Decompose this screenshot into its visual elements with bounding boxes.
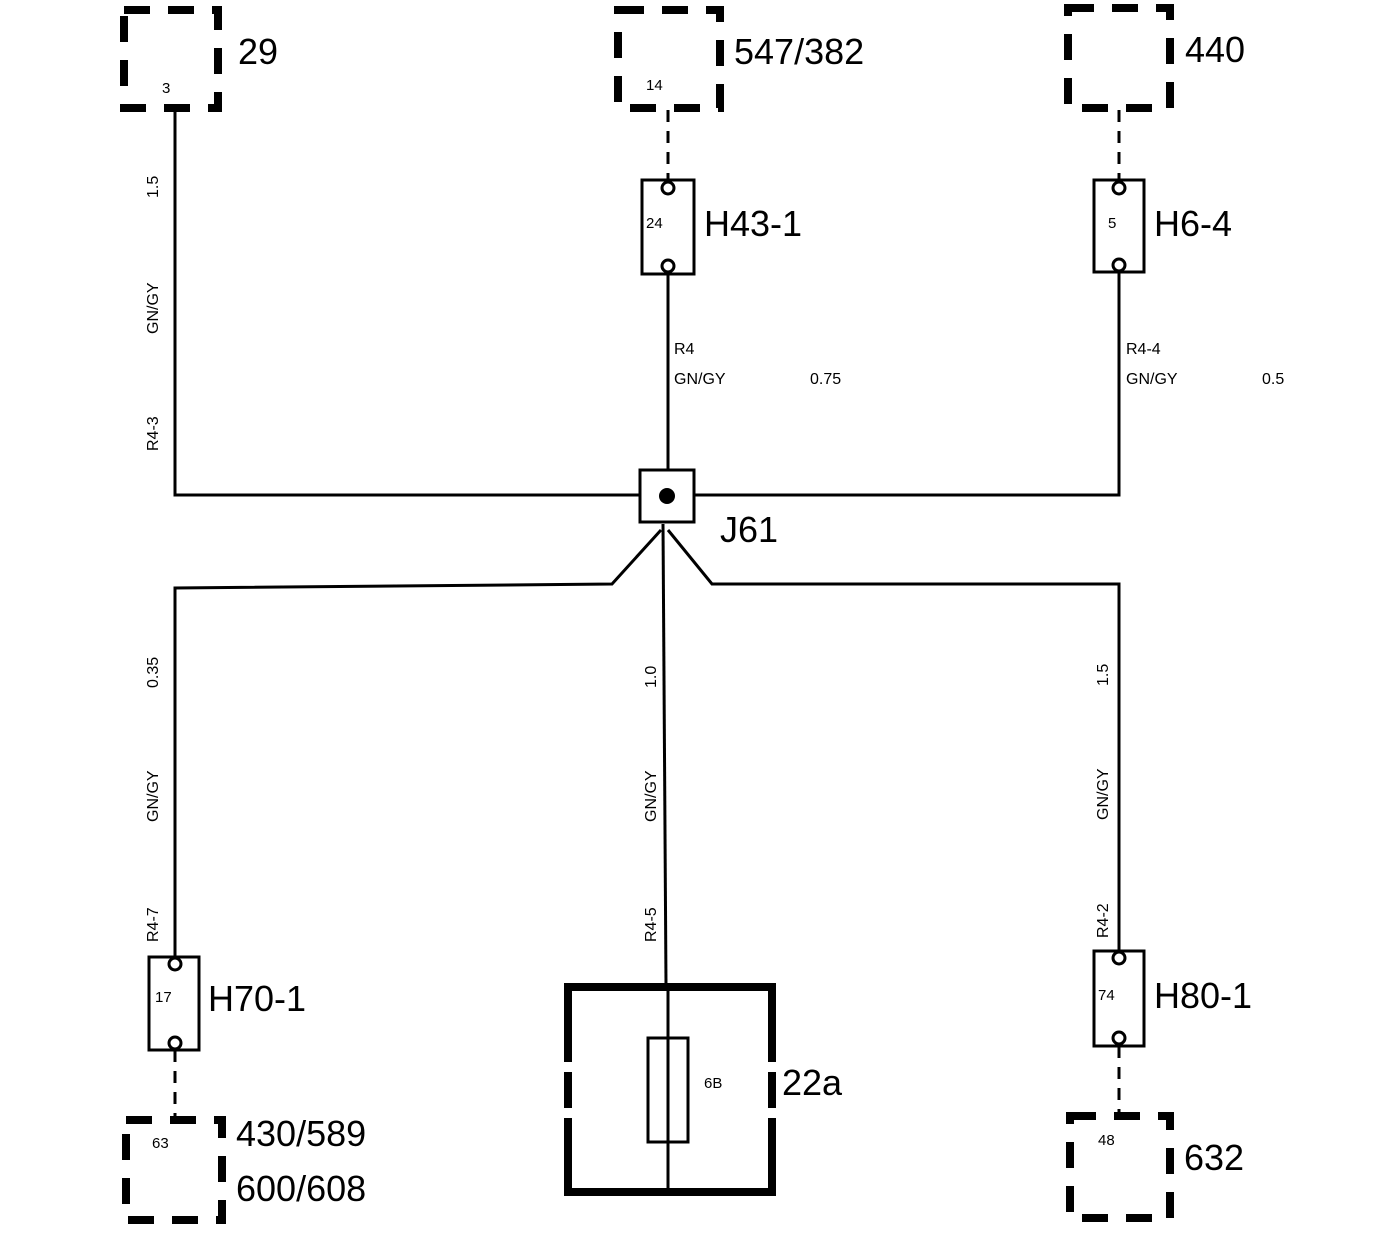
wire-r4-7: 0.35 GN/GY R4-7 [145, 528, 663, 958]
connector-h6-4: 5 H6-4 [1092, 110, 1232, 274]
component-547-382-box [614, 6, 724, 112]
junction-j61-node [659, 488, 675, 504]
connector-h80-1-pin-bottom [1111, 1030, 1127, 1046]
fuse-6b-label: 6B [704, 1075, 722, 1092]
component-440-label: 440 [1185, 29, 1245, 70]
wire-r4-3: 1.5 GN/GY R4-3 [145, 112, 640, 497]
component-29-label: 29 [238, 31, 278, 72]
wire-r4-3-size: 1.5 [145, 176, 162, 198]
fuse-box-22a: 6B 22a [564, 983, 843, 1196]
component-632-pin: 48 [1098, 1132, 1115, 1149]
connector-h43-1-pin-top [660, 180, 676, 196]
wire-r4-4-color: GN/GY [1126, 371, 1178, 388]
connector-h70-1-pin-top [167, 956, 183, 972]
wire-r4-4: R4-4 GN/GY 0.5 [694, 272, 1284, 497]
wire-r4: R4 GN/GY 0.75 [666, 274, 841, 470]
connector-h6-4-pin-number: 5 [1108, 215, 1116, 232]
component-440-box [1064, 4, 1174, 112]
wire-r4-2-size: 1.5 [1095, 664, 1112, 686]
wire-r4-4-id: R4-4 [1126, 341, 1161, 358]
component-29: 3 29 [120, 6, 278, 112]
wire-r4-size: 0.75 [810, 371, 841, 388]
wire-r4-2-id: R4-2 [1095, 903, 1112, 938]
connector-h70-1: 17 H70-1 [147, 955, 306, 1118]
component-29-box [120, 6, 222, 112]
component-430-589-label-line2: 600/608 [236, 1168, 366, 1209]
connector-h43-1: 24 H43-1 [640, 110, 802, 276]
connector-h43-1-pin-bottom [660, 258, 676, 274]
fuse-box-22a-label: 22a [782, 1062, 843, 1103]
component-632-box [1066, 1112, 1174, 1222]
connector-h70-1-pin-bottom [167, 1035, 183, 1051]
component-632: 48 632 [1066, 1112, 1244, 1222]
component-547-382: 14 547/382 [614, 6, 864, 112]
junction-j61-label: J61 [720, 509, 778, 550]
wire-r4-7-id: R4-7 [145, 907, 162, 942]
fuse-box-22a-bottom-edge [564, 1118, 776, 1196]
component-29-pin: 3 [162, 80, 170, 97]
connector-h70-1-label: H70-1 [208, 978, 306, 1019]
fuse-box-22a-top-edge [564, 983, 776, 1062]
junction-j61: J61 [638, 468, 778, 550]
connector-h43-1-pin-number: 24 [646, 215, 663, 232]
wire-r4-2: 1.5 GN/GY R4-2 [666, 529, 1121, 952]
connector-h80-1-body [1092, 949, 1146, 1048]
component-440: 440 [1064, 4, 1245, 112]
connector-h80-1-pin-top [1111, 950, 1127, 966]
component-547-382-pin: 14 [646, 77, 663, 94]
component-430-589-box [122, 1116, 226, 1224]
wire-r4-5-color: GN/GY [643, 770, 660, 822]
wire-r4-5-id: R4-5 [643, 907, 660, 942]
component-430-589: 63 430/589 600/608 [122, 1113, 366, 1224]
wire-r4-7-size: 0.35 [145, 657, 162, 688]
connector-h6-4-pin-bottom [1111, 257, 1127, 273]
component-430-589-pin: 63 [152, 1135, 169, 1152]
connector-h80-1: 74 H80-1 [1092, 949, 1252, 1114]
wire-r4-3-color: GN/GY [145, 282, 162, 334]
component-430-589-label-line1: 430/589 [236, 1113, 366, 1154]
connector-h70-1-body [147, 955, 201, 1052]
wire-r4-id: R4 [674, 341, 695, 358]
connector-h6-4-pin-top [1111, 180, 1127, 196]
connector-h43-1-label: H43-1 [704, 203, 802, 244]
connector-h70-1-pin-number: 17 [155, 989, 172, 1006]
component-547-382-label: 547/382 [734, 31, 864, 72]
wire-r4-5: 1.0 GN/GY R4-5 [643, 523, 668, 986]
wire-r4-3-id: R4-3 [145, 416, 162, 451]
wire-r4-color: GN/GY [674, 371, 726, 388]
wire-r4-5-size: 1.0 [643, 666, 660, 688]
wire-r4-2-color: GN/GY [1095, 768, 1112, 820]
connector-h6-4-label: H6-4 [1154, 203, 1232, 244]
connector-h80-1-pin-number: 74 [1098, 987, 1115, 1004]
wire-r4-4-size: 0.5 [1262, 371, 1284, 388]
wire-r4-7-color: GN/GY [145, 770, 162, 822]
component-632-label: 632 [1184, 1137, 1244, 1178]
connector-h80-1-label: H80-1 [1154, 975, 1252, 1016]
